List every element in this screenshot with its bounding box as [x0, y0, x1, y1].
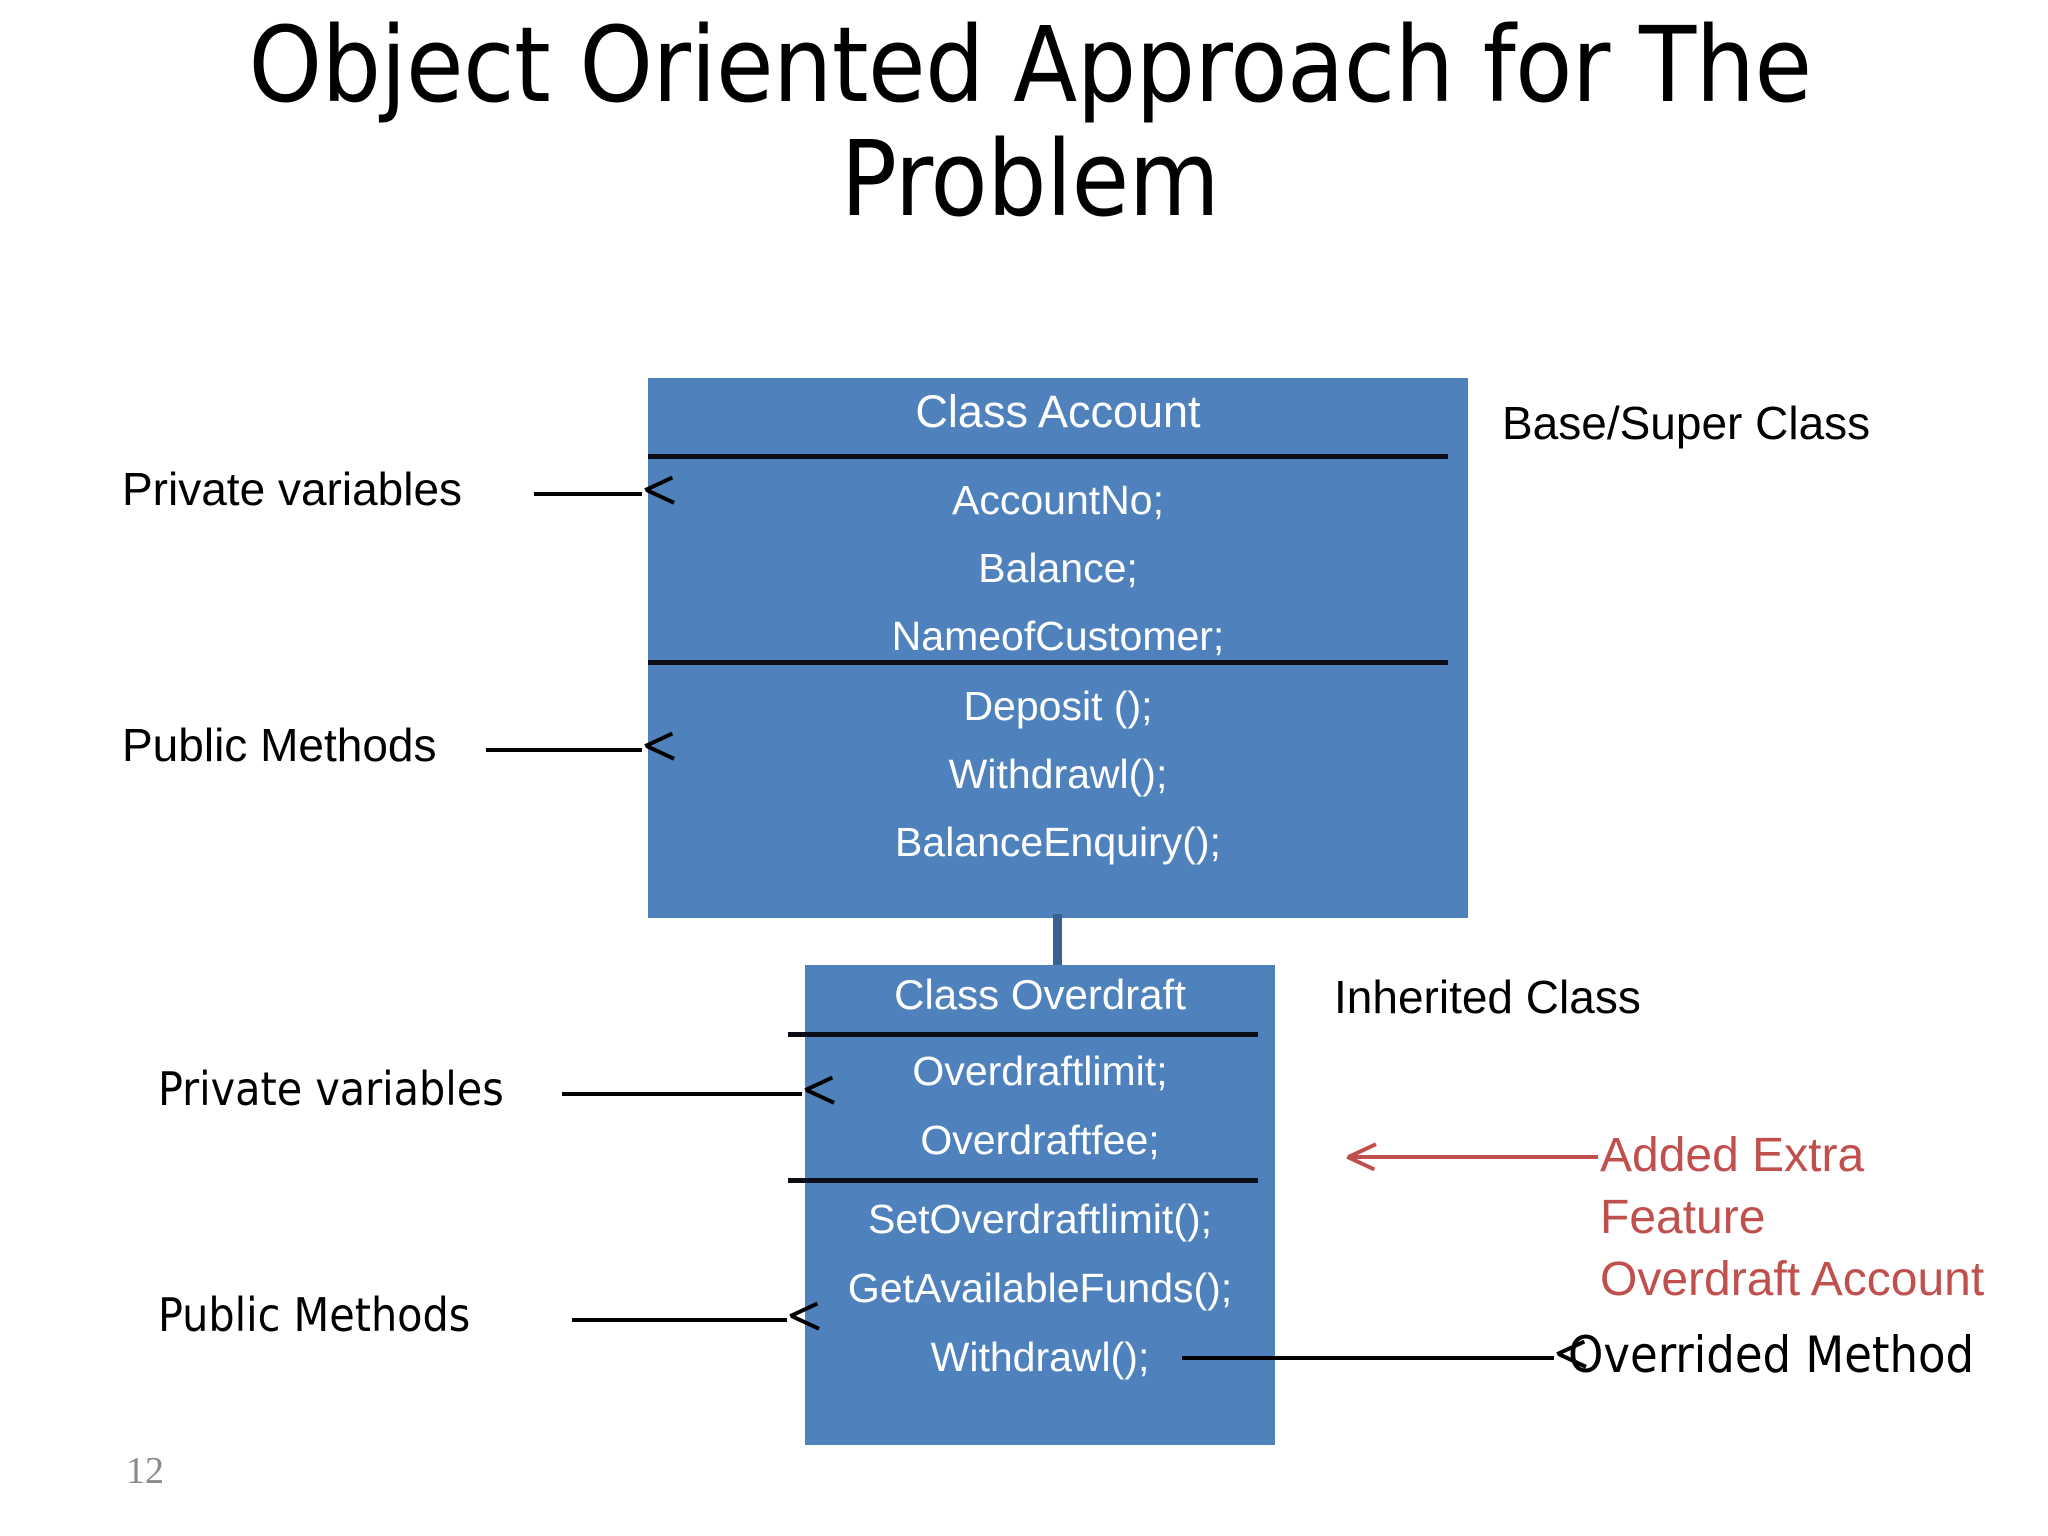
class-box-account: Class Account AccountNo; Balance; Nameof…	[648, 378, 1468, 918]
label-public-methods-base: Public Methods	[122, 719, 437, 771]
arrow-added-extra-feature	[1348, 1155, 1598, 1159]
class-name-overdraft: Class Overdraft	[894, 971, 1186, 1018]
class-name-account: Class Account	[915, 386, 1201, 437]
class-separator-attributes	[788, 1032, 1258, 1037]
label-inherited-class: Inherited Class	[1334, 971, 1641, 1023]
class-methods-overdraft: SetOverdraftlimit(); GetAvailableFunds()…	[805, 1185, 1275, 1392]
method-row: Deposit ();	[963, 683, 1153, 729]
method-row: SetOverdraftlimit();	[868, 1196, 1212, 1242]
arrow-private-variables-derived	[562, 1092, 802, 1096]
attribute-row: Overdraftfee;	[920, 1117, 1160, 1163]
annotation-line-1: Added Extra Feature	[1600, 1129, 1865, 1244]
class-methods-account: Deposit (); Withdrawl(); BalanceEnquiry(…	[648, 672, 1468, 876]
class-separator-methods	[648, 660, 1448, 665]
class-separator-methods	[788, 1178, 1258, 1183]
label-overrided-method: Overrided Method	[1568, 1326, 1975, 1384]
attribute-row: Balance;	[978, 545, 1138, 591]
class-attributes-overdraft: Overdraftlimit; Overdraftfee;	[805, 1037, 1275, 1175]
label-private-variables-derived: Private variables	[158, 1062, 504, 1116]
label-public-methods-derived: Public Methods	[158, 1288, 471, 1342]
attribute-row: NameofCustomer;	[891, 613, 1225, 659]
method-row: BalanceEnquiry();	[895, 819, 1221, 865]
label-private-variables-base: Private variables	[122, 463, 463, 515]
page-title: Object Oriented Approach for The Problem	[248, 4, 1812, 241]
class-box-overdraft: Class Overdraft Overdraftlimit; Overdraf…	[788, 965, 1275, 1445]
arrow-public-methods-derived	[572, 1318, 787, 1322]
attribute-row: AccountNo;	[952, 477, 1164, 523]
method-row: GetAvailableFunds();	[847, 1265, 1233, 1311]
inheritance-connector	[1053, 914, 1062, 968]
arrow-private-variables-base	[534, 492, 642, 496]
label-base-super-class: Base/Super Class	[1502, 397, 1871, 449]
method-row: Withdrawl();	[948, 751, 1168, 797]
class-attributes-account: AccountNo; Balance; NameofCustomer;	[648, 466, 1468, 670]
arrow-public-methods-base	[486, 748, 642, 752]
attribute-row: Overdraftlimit;	[912, 1048, 1168, 1094]
class-separator-attributes	[648, 454, 1448, 459]
annotation-added-extra-feature: Added Extra Feature Overdraft Account	[1600, 1125, 2040, 1311]
method-row: Withdrawl();	[930, 1334, 1150, 1380]
annotation-line-2: Overdraft Account	[1600, 1253, 1985, 1306]
arrow-overrided-method	[1182, 1356, 1554, 1360]
page-number: 12	[126, 1450, 164, 1492]
